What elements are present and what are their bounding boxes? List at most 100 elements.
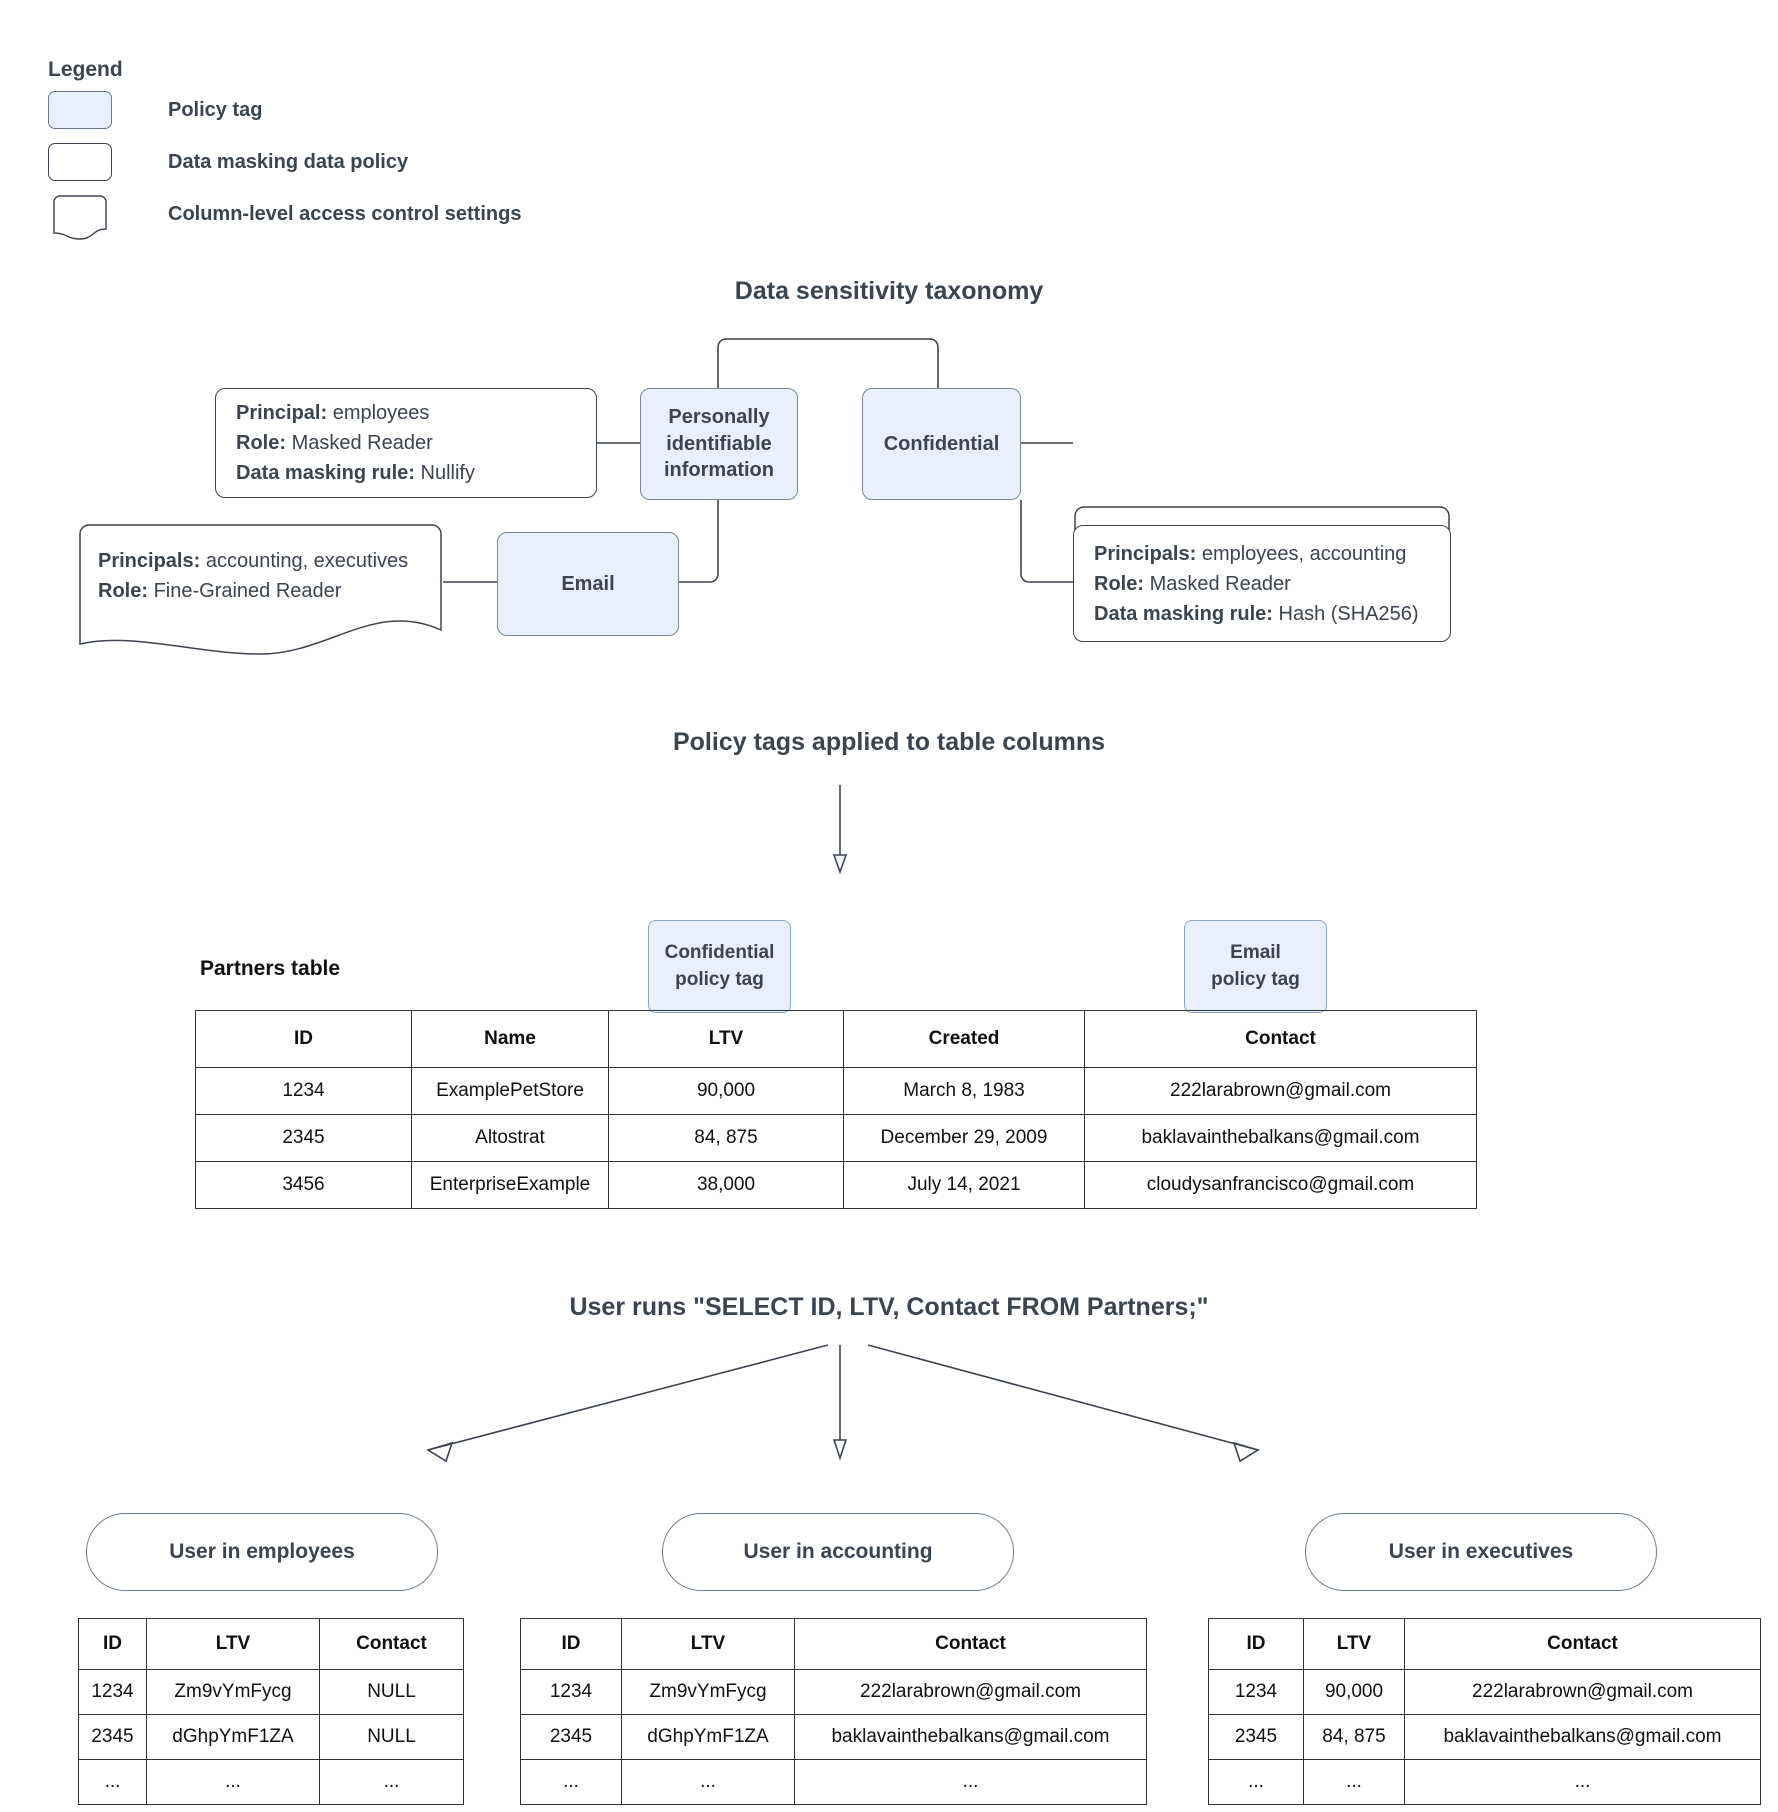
data-masking-policy-swatch-icon [48,143,112,181]
table-header-row: ID LTV Contact [1208,1618,1761,1670]
cell: 84, 875 [608,1114,844,1162]
rule-label: Data masking rule: [1094,602,1273,625]
cell: 2345 [78,1714,147,1760]
table-header-row: ID LTV Contact [78,1618,464,1670]
column-header: ID [195,1010,412,1068]
column-header: ID [78,1618,147,1670]
legend-title: Legend [48,58,123,81]
cell: EnterpriseExample [411,1161,609,1209]
policy-tag-label: Email [561,572,615,595]
policy-tag-swatch-icon [48,91,112,129]
cell: NULL [319,1714,464,1760]
column-header: Contact [794,1618,1147,1670]
legend-item-label: Column-level access control settings [168,202,522,225]
query-title: User runs "SELECT ID, LTV, Contact FROM … [569,1293,1209,1321]
principals-label: Principals: [98,550,201,572]
cell: ... [520,1759,622,1805]
column-header: LTV [1303,1618,1405,1670]
policy-tag-chip-email[interactable]: Email policy tag [1184,920,1327,1013]
rule-label: Data masking rule: [236,462,415,484]
table-row: ... ... ... [1208,1759,1761,1805]
applied-title: Policy tags applied to table columns [672,728,1106,756]
table-row: 2345 dGhpYmF1ZA NULL [78,1714,464,1760]
cell: 3456 [195,1161,412,1209]
cell: ... [146,1759,320,1805]
chip-line-2: policy tag [675,968,764,990]
legend-item-label: Policy tag [168,98,263,121]
column-header: ID [1208,1618,1304,1670]
cell: 1234 [78,1669,147,1715]
applied-down-arrow [832,785,848,875]
policy-tag-label: Confidential [883,432,1000,455]
cell: baklavainthebalkans@gmail.com [1404,1714,1761,1760]
persona-label: User in accounting [743,1540,933,1563]
table-header-row: ID Name LTV Created Contact [195,1010,1477,1068]
rule-value: Nullify [420,462,475,484]
cell: 84, 875 [1303,1714,1405,1760]
policy-tag-chip-confidential[interactable]: Confidential policy tag [648,920,791,1013]
cell: dGhpYmF1ZA [621,1714,795,1760]
confidential-data-masking-policy: Principals: employees, accounting Role: … [1073,525,1451,642]
role-value: Masked Reader [291,432,433,454]
policy-tag-email[interactable]: Email [497,532,679,636]
column-header: ID [520,1618,622,1670]
table-row: 2345 dGhpYmF1ZA baklavainthebalkans@gmai… [520,1714,1147,1760]
column-header: LTV [146,1618,320,1670]
principals-value: employees, accounting [1201,542,1407,565]
cell: 1234 [520,1669,622,1715]
table-header-row: ID LTV Contact [520,1618,1147,1670]
cell: Zm9vYmFycg [621,1669,795,1715]
result-table-employees: ID LTV Contact 1234 Zm9vYmFycg NULL 2345… [78,1618,464,1805]
cell: Zm9vYmFycg [146,1669,320,1715]
column-header: Contact [319,1618,464,1670]
persona-label: User in executives [1388,1540,1574,1563]
cell: 2345 [195,1114,412,1162]
cell: 38,000 [608,1161,844,1209]
taxonomy-title: Data sensitivity taxonomy [734,277,1044,305]
cell: NULL [319,1669,464,1715]
pii-data-masking-policy: Principal: employees Role: Masked Reader… [215,388,597,498]
persona-user-in-employees: User in employees [86,1513,438,1591]
policy-tag-confidential[interactable]: Confidential [862,388,1021,500]
cell: 1234 [195,1067,412,1115]
cell: July 14, 2021 [843,1161,1085,1209]
cell: Altostrat [411,1114,609,1162]
principal-label: Principal: [236,402,328,424]
cell: ExamplePetStore [411,1067,609,1115]
cell: 90,000 [608,1067,844,1115]
cell: dGhpYmF1ZA [146,1714,320,1760]
principal-value: employees [332,402,430,424]
chip-line-1: Confidential [664,942,775,964]
table-row: ... ... ... [78,1759,464,1805]
role-value: Masked Reader [1149,572,1291,595]
legend: Legend Policy tag Data masking data poli… [48,58,522,240]
table-row: 1234 ExamplePetStore 90,000 March 8, 198… [195,1067,1477,1115]
column-access-control-swatch-icon [48,195,112,240]
role-label: Role [1094,572,1138,595]
cell: 90,000 [1303,1669,1405,1715]
column-header: Contact [1084,1010,1477,1068]
role-label: Role [98,580,142,602]
chip-line-1: Email [1230,942,1281,964]
result-table-accounting: ID LTV Contact 1234 Zm9vYmFycg 222larabr… [520,1618,1147,1805]
cell: 1234 [1208,1669,1304,1715]
rule-value: Hash (SHA256) [1278,602,1419,625]
cell: 222larabrown@gmail.com [1404,1669,1761,1715]
cell: ... [319,1759,464,1805]
cell: ... [1404,1759,1761,1805]
cell: ... [78,1759,147,1805]
cell: 222larabrown@gmail.com [794,1669,1147,1715]
legend-item-column-access-control: Column-level access control settings [48,190,522,240]
policy-tag-pii[interactable]: Personally identifiable information [640,388,798,500]
cell: 2345 [520,1714,622,1760]
chip-line-2: policy tag [1211,968,1300,990]
cell: baklavainthebalkans@gmail.com [794,1714,1147,1760]
legend-item-data-masking-policy: Data masking data policy [48,138,521,186]
principals-value: accounting, executives [205,550,409,572]
partners-table: ID Name LTV Created Contact 1234 Example… [195,1010,1477,1209]
table-row: 1234 Zm9vYmFycg NULL [78,1669,464,1715]
column-header: LTV [621,1618,795,1670]
principals-label: Principals: [1094,542,1197,565]
legend-item-policy-tag: Policy tag [48,86,521,134]
